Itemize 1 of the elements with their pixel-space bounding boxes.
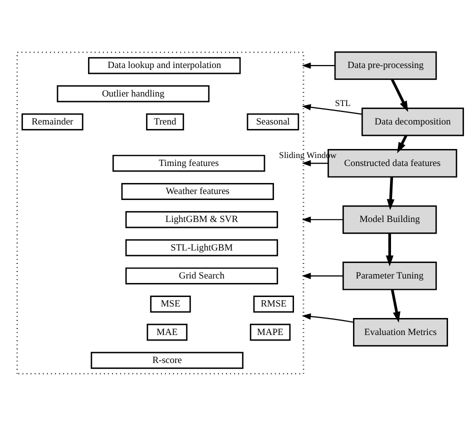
edge-label: STL [334, 98, 350, 108]
